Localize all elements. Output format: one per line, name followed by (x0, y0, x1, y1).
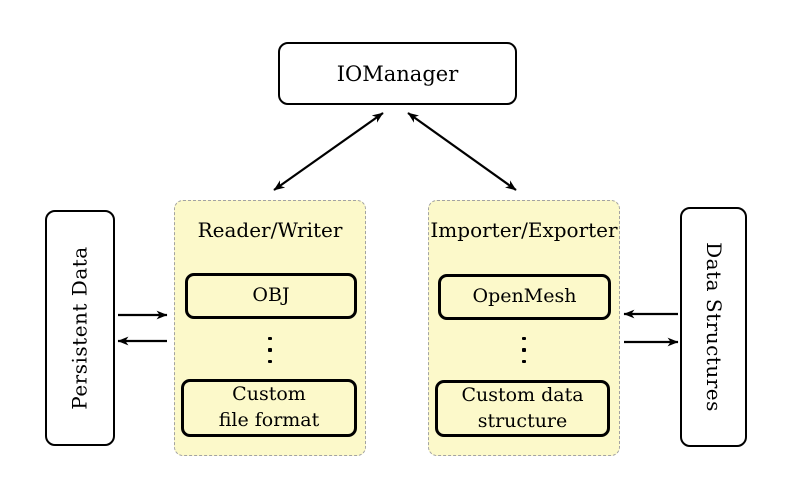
box-openmesh-label: OpenMesh (472, 285, 577, 308)
group-importer-exporter-label: Importer/Exporter (430, 218, 618, 242)
box-custom-file-format: Custom file format (181, 379, 357, 437)
box-obj: OBJ (185, 273, 357, 319)
node-persistent-data: Persistent Data (45, 210, 115, 446)
box-custom-data-structure: Custom data structure (435, 380, 610, 437)
arrow-iomanager-reader-writer (273, 112, 384, 191)
node-data-structures: Data Structures (680, 207, 747, 447)
group-reader-writer-label: Reader/Writer (197, 218, 343, 242)
box-custom-data-structure-label: Custom data structure (461, 383, 584, 432)
vertical-ellipsis-icon (522, 337, 526, 364)
node-iomanager: IOManager (278, 42, 517, 105)
node-iomanager-label: IOManager (336, 61, 459, 86)
node-persistent-data-label: Persistent Data (68, 246, 93, 410)
arrow-iomanager-importer-exporter (407, 112, 517, 191)
box-obj-label: OBJ (252, 284, 290, 307)
vertical-ellipsis-icon (268, 337, 272, 364)
box-custom-file-format-label: Custom file format (218, 383, 320, 431)
box-openmesh: OpenMesh (438, 274, 611, 320)
node-data-structures-label: Data Structures (701, 242, 726, 412)
